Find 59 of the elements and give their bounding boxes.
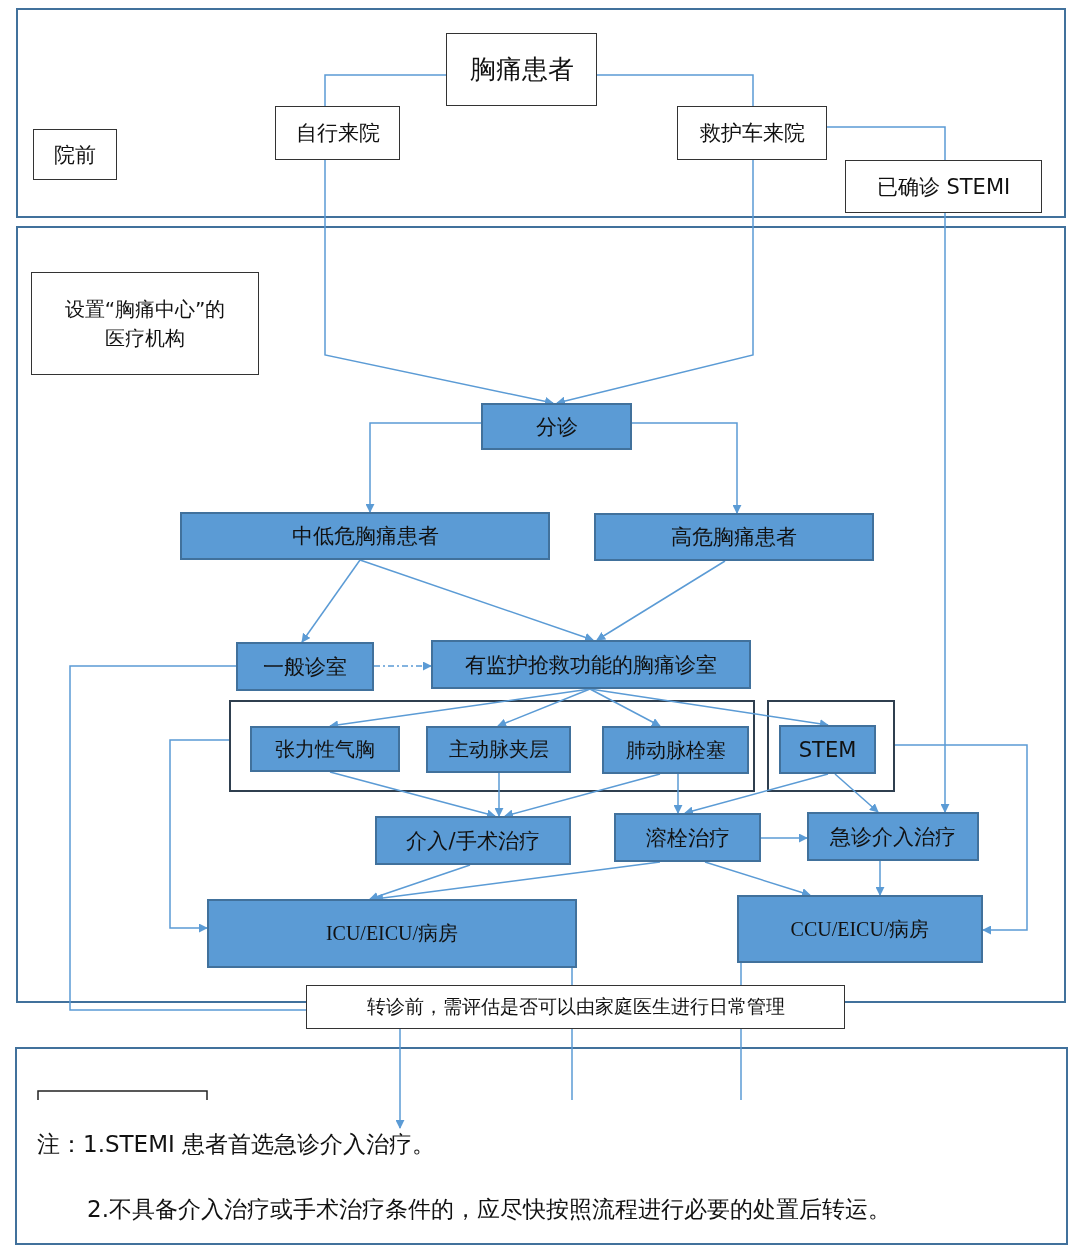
connector-line	[740, 962, 742, 986]
connector-line	[826, 126, 946, 161]
group-frame	[229, 700, 755, 792]
note-box	[15, 1047, 1068, 1245]
arrow	[359, 559, 594, 642]
arrow	[373, 661, 432, 671]
arrow	[497, 688, 591, 728]
process-box: 肺动脉栓塞	[602, 726, 749, 774]
process-box: CCU/EICU/病房	[737, 895, 983, 963]
arrow	[834, 773, 879, 813]
arrow	[369, 864, 471, 901]
arrow	[760, 833, 808, 843]
arrow	[631, 422, 742, 514]
process-box: 急诊介入治疗	[807, 812, 979, 861]
arrow	[395, 1028, 405, 1129]
arrow	[556, 159, 754, 406]
process-box: ICU/EICU/病房	[207, 899, 577, 968]
process-box: 张力性气胸	[250, 726, 400, 772]
process-box: 救护车来院	[677, 106, 827, 160]
process-box: 转诊前，需评估是否可以由家庭医生进行日常管理	[306, 985, 845, 1029]
process-box: 介入/手术治疗	[375, 816, 571, 865]
arrow	[365, 422, 482, 513]
process-box: 有监护抢救功能的胸痛诊室	[431, 640, 751, 689]
arrow	[301, 559, 361, 643]
process-box: 已确诊 STEMI	[845, 160, 1042, 213]
connector-line	[740, 1028, 742, 1101]
process-box: 一般诊室	[236, 642, 374, 691]
connector-line	[571, 1028, 573, 1101]
process-box: 院前	[33, 129, 117, 180]
arrow	[894, 744, 1028, 935]
connector-line	[69, 665, 307, 1011]
note-text: 2.不具备介入治疗或手术治疗条件的，应尽快按照流程进行必要的处置后转运。	[87, 1195, 891, 1224]
arrow	[494, 772, 504, 817]
connector-line	[571, 967, 573, 986]
process-box: 自行来院	[275, 106, 400, 160]
process-box: 高危胸痛患者	[594, 513, 874, 561]
arrow	[940, 212, 950, 813]
arrow	[329, 771, 496, 819]
note-text: 注：1.STEMI 患者首选急诊介入治疗。	[37, 1130, 436, 1159]
process-box: 溶栓治疗	[614, 813, 761, 862]
arrow	[596, 560, 726, 641]
process-box: 中低危胸痛患者	[180, 512, 550, 560]
process-box: STEM	[779, 725, 876, 774]
process-box: 胸痛患者	[446, 33, 597, 106]
arrow	[704, 861, 811, 897]
connector-line	[596, 74, 754, 107]
arrow	[875, 860, 885, 896]
process-box: 主动脉夹层	[426, 726, 571, 773]
arrow	[169, 739, 230, 933]
process-box: 分诊	[481, 403, 632, 450]
process-box: 设置“胸痛中心”的医疗机构	[31, 272, 259, 375]
arrow	[673, 773, 683, 814]
arrow	[589, 688, 661, 727]
section-frame	[16, 8, 1066, 218]
arrow	[324, 159, 554, 406]
group-frame	[767, 700, 895, 792]
arrow	[684, 773, 829, 816]
arrow	[504, 773, 661, 819]
connector-line	[324, 74, 447, 107]
